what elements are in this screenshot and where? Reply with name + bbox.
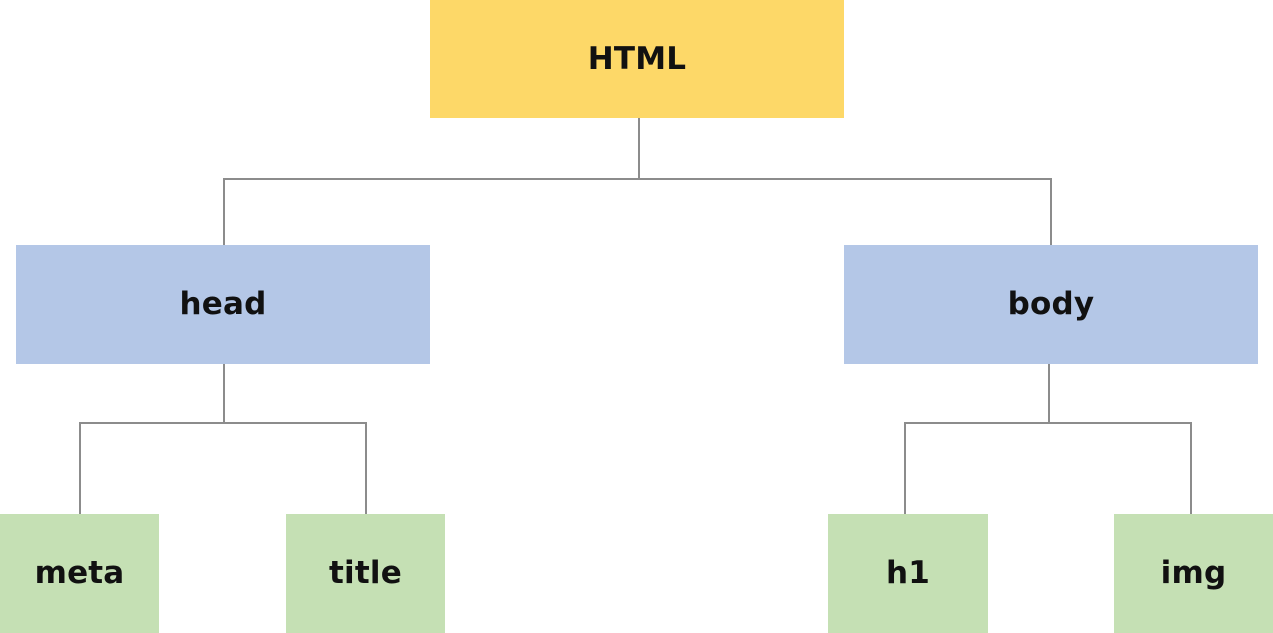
head-to-meta-connector	[79, 364, 225, 514]
title-label: title	[329, 555, 402, 591]
img-label: img	[1160, 555, 1227, 591]
body-to-h1-connector	[904, 364, 1050, 514]
html-root-node: HTML	[430, 0, 844, 118]
h1-label: h1	[885, 555, 931, 591]
body-label: body	[1007, 286, 1095, 322]
root-to-body-connector	[639, 178, 1052, 245]
body-to-img-connector	[1049, 422, 1192, 514]
title-node: title	[286, 514, 445, 633]
head-to-title-connector	[224, 422, 367, 514]
body-node: body	[844, 245, 1258, 364]
root-to-head-connector	[223, 118, 640, 245]
img-node: img	[1114, 514, 1273, 633]
h1-node: h1	[828, 514, 988, 633]
html-root-label: HTML	[587, 40, 687, 77]
meta-node: meta	[0, 514, 159, 633]
head-label: head	[179, 286, 267, 322]
head-node: head	[16, 245, 430, 364]
meta-label: meta	[34, 555, 125, 591]
